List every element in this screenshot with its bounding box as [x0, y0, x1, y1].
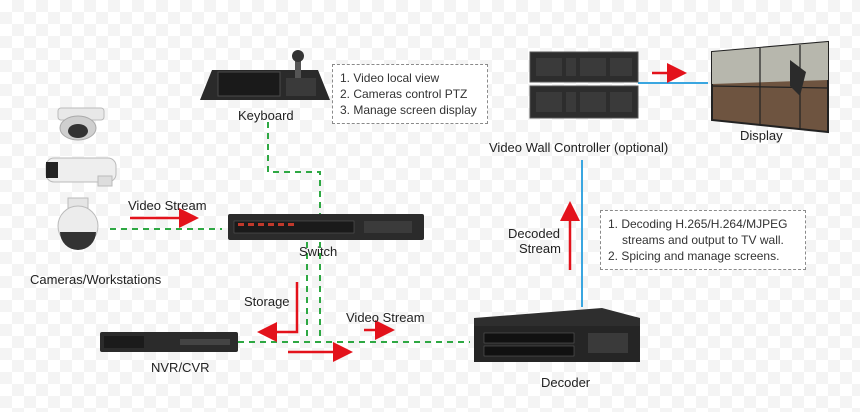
keyboard-note-line: 2. Cameras control PTZ — [340, 87, 468, 101]
nvr-device — [100, 332, 238, 352]
bullet-camera-icon — [45, 157, 117, 187]
video-stream-label-top: Video Stream — [128, 198, 207, 213]
decoded-stream-label-line2: Stream — [519, 241, 561, 256]
red-arrows — [130, 63, 687, 362]
blue-links — [581, 82, 708, 307]
keyboard-note-line: 1. Video local view — [340, 71, 440, 85]
switch-label: Switch — [299, 244, 338, 259]
cameras-label: Cameras/Workstations — [30, 272, 162, 287]
keyboard-label: Keyboard — [238, 108, 294, 123]
keyboard-switch-link — [267, 122, 321, 214]
decoder-device — [474, 308, 640, 362]
decoder-label: Decoder — [541, 375, 591, 390]
storage-label: Storage — [244, 294, 290, 309]
storage-arrow — [257, 282, 299, 342]
video-wall-controller-device — [529, 51, 639, 119]
dashed-links — [110, 122, 470, 343]
decoder-note-box: 1. Decoding H.265/H.264/MJPEG streams an… — [600, 210, 806, 270]
keyboard-note-line: 3. Manage screen display — [340, 103, 477, 117]
dome-camera-icon — [57, 107, 105, 141]
display-label: Display — [740, 128, 783, 143]
video-wall-controller-label: Video Wall Controller (optional) — [489, 140, 669, 155]
video-stream-label-bottom: Video Stream — [346, 310, 425, 325]
keyboard-device — [200, 50, 330, 100]
nvr-label: NVR/CVR — [151, 360, 210, 375]
switch-device — [228, 214, 424, 240]
decoder-note-line: 1. Decoding H.265/H.264/MJPEG — [608, 217, 788, 231]
keyboard-note-box: 1. Video local view 2. Cameras control P… — [332, 64, 488, 124]
decoded-stream-label-line1: Decoded — [508, 226, 561, 241]
decoder-note-line: streams and output to TV wall. — [622, 233, 784, 247]
ptz-camera-icon — [57, 197, 99, 250]
video-wall-display — [711, 40, 829, 134]
decoder-note-line: 2. Spicing and manage screens. — [608, 249, 780, 263]
